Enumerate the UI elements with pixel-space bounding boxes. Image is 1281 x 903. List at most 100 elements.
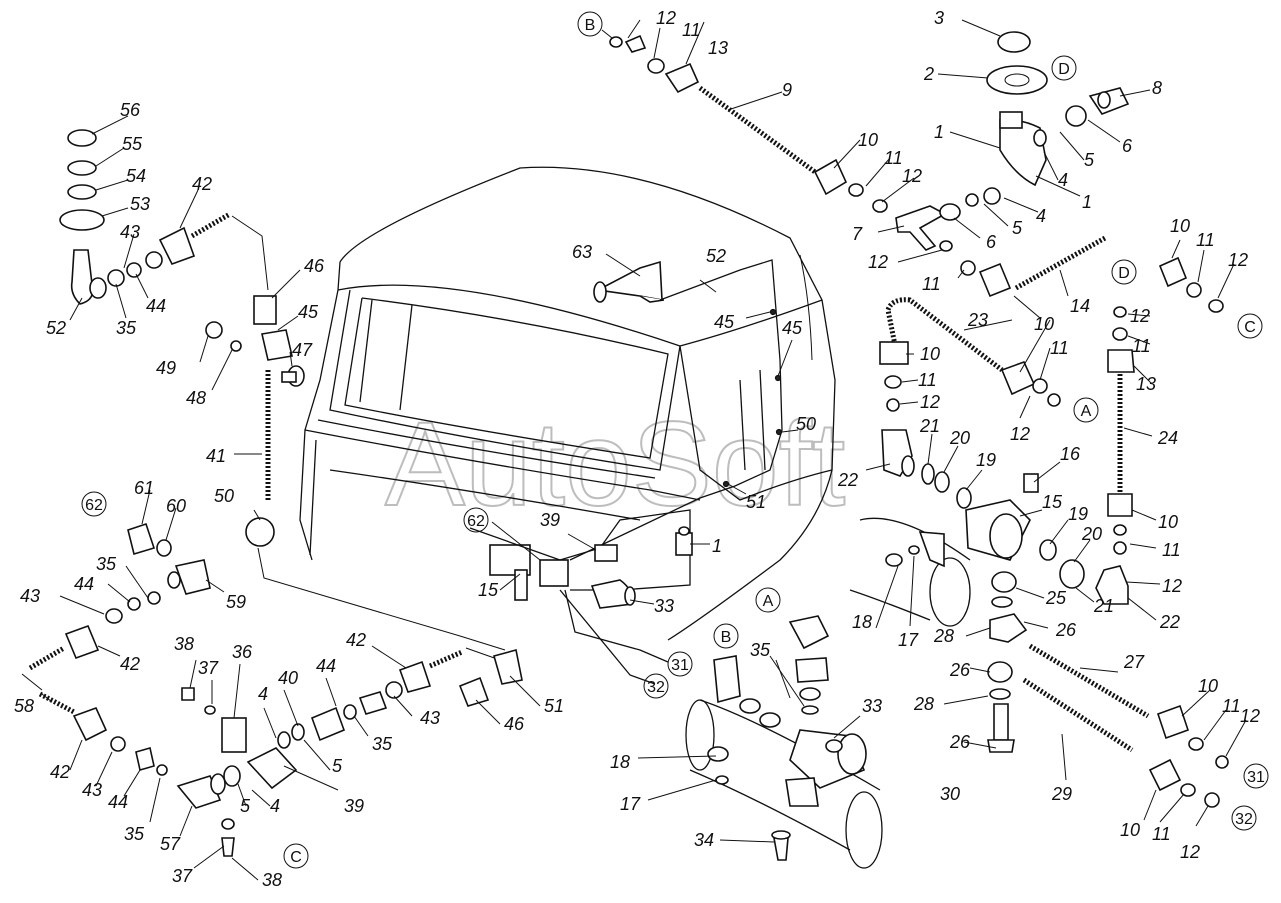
callout-26: 26 xyxy=(949,660,971,680)
callout-56: 56 xyxy=(120,100,141,120)
callout-1: 1 xyxy=(1082,192,1092,212)
watermark-text: AutoSoft xyxy=(385,397,845,531)
callout-49: 49 xyxy=(156,358,176,378)
callout-36: 36 xyxy=(232,642,253,662)
callout-14: 14 xyxy=(1070,296,1090,316)
callout-48: 48 xyxy=(186,388,206,408)
clip-51 xyxy=(722,480,730,488)
callout-39: 39 xyxy=(344,796,364,816)
callout-11: 11 xyxy=(1222,696,1241,716)
callout-4: 4 xyxy=(1058,170,1068,190)
callout-40: 40 xyxy=(278,668,298,688)
ref-circles-mid: 62 31 32 xyxy=(463,507,693,699)
callout-22: 22 xyxy=(837,470,858,490)
callout-35: 35 xyxy=(372,734,393,754)
ref-a-right: A xyxy=(1081,403,1092,420)
ref-d-top: D xyxy=(1058,61,1070,78)
callout-20: 20 xyxy=(949,428,970,448)
callout-26: 26 xyxy=(1055,620,1077,640)
callout-52: 52 xyxy=(46,318,66,338)
callout-45: 45 xyxy=(298,302,319,322)
callout-21: 21 xyxy=(919,416,940,436)
callout-43: 43 xyxy=(20,586,40,606)
line-29 xyxy=(1022,677,1134,753)
callout-27: 27 xyxy=(1123,652,1145,672)
callout-28: 28 xyxy=(913,694,934,714)
callout-60: 60 xyxy=(166,496,186,516)
callout-20: 20 xyxy=(1081,524,1102,544)
callout-3: 3 xyxy=(934,8,944,28)
callout-12: 12 xyxy=(1228,250,1248,270)
callout-57: 57 xyxy=(160,834,181,854)
ref-32-right: 32 xyxy=(1235,811,1253,828)
clip-45b xyxy=(774,374,782,382)
tee-7 xyxy=(895,203,961,252)
callout-1: 1 xyxy=(712,536,722,556)
callout-63: 63 xyxy=(572,242,592,262)
callout-26: 26 xyxy=(949,732,971,752)
ref-c-right: C xyxy=(1244,319,1256,336)
callout-10: 10 xyxy=(920,344,940,364)
callout-10: 10 xyxy=(858,130,878,150)
callout-50: 50 xyxy=(214,486,234,506)
callout-17: 17 xyxy=(620,794,641,814)
ref-d-right: D xyxy=(1118,265,1130,282)
valve-15-right xyxy=(881,429,1085,753)
callout-43: 43 xyxy=(420,708,440,728)
line-24-group: D xyxy=(1095,259,1137,605)
ref-b-bottom: B xyxy=(721,629,732,646)
callout-45: 45 xyxy=(714,312,735,332)
callout-42: 42 xyxy=(120,654,140,674)
line-27 xyxy=(1028,643,1150,719)
callout-54: 54 xyxy=(126,166,146,186)
callout-41: 41 xyxy=(206,446,226,466)
callout-11: 11 xyxy=(918,370,937,390)
callout-43: 43 xyxy=(120,222,140,242)
callout-5: 5 xyxy=(1012,218,1023,238)
left-mid-group: 62 C xyxy=(21,491,523,869)
ref-31-center: 31 xyxy=(671,657,689,674)
leader-lines xyxy=(41,19,1247,881)
callout-37: 37 xyxy=(172,866,193,886)
callout-5: 5 xyxy=(332,756,343,776)
callout-12: 12 xyxy=(868,252,888,272)
tank-right xyxy=(849,517,971,627)
callout-9: 9 xyxy=(782,80,792,100)
callout-33: 33 xyxy=(654,596,674,616)
line-27-29-fittings: 31 32 xyxy=(1148,704,1269,831)
line-14-group: C xyxy=(960,235,1263,339)
callout-15: 15 xyxy=(478,580,499,600)
callout-11: 11 xyxy=(1152,824,1171,844)
callout-45: 45 xyxy=(782,318,803,338)
ref-31-right: 31 xyxy=(1247,769,1265,786)
ref-b-top: B xyxy=(585,17,596,34)
callout-10: 10 xyxy=(1198,676,1218,696)
callout-12: 12 xyxy=(920,392,940,412)
valve-1-top: D xyxy=(965,31,1130,207)
callout-24: 24 xyxy=(1157,428,1178,448)
callout-50: 50 xyxy=(796,414,816,434)
callout-4: 4 xyxy=(1036,206,1046,226)
callout-13: 13 xyxy=(1136,374,1156,394)
line-23-group: A xyxy=(879,297,1099,423)
callout-10: 10 xyxy=(1158,512,1178,532)
callout-42: 42 xyxy=(346,630,366,650)
callout-10: 10 xyxy=(1120,820,1140,840)
callout-33: 33 xyxy=(862,696,882,716)
callout-35: 35 xyxy=(96,554,117,574)
callout-12: 12 xyxy=(1162,576,1182,596)
callout-16: 16 xyxy=(1060,444,1081,464)
callout-13: 13 xyxy=(708,38,728,58)
callout-17: 17 xyxy=(898,630,919,650)
callout-5: 5 xyxy=(240,796,251,816)
callout-44: 44 xyxy=(316,656,336,676)
tank-center: B A xyxy=(685,587,883,869)
callout-34: 34 xyxy=(694,830,714,850)
callout-8: 8 xyxy=(1152,78,1162,98)
callout-61: 61 xyxy=(134,478,154,498)
callout-28: 28 xyxy=(933,626,954,646)
callout-44: 44 xyxy=(74,574,94,594)
callout-38: 38 xyxy=(262,870,282,890)
